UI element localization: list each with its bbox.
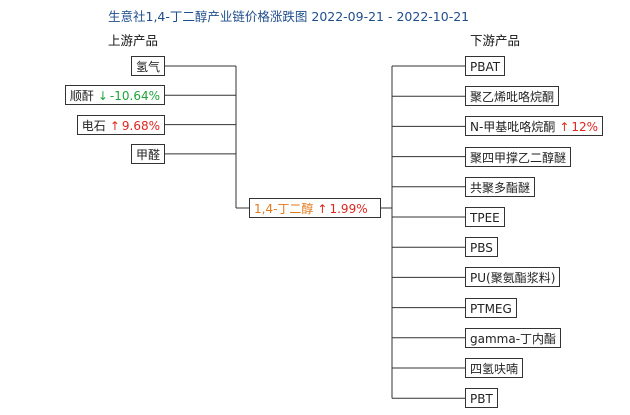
arrow-up-icon: ↑ [559,120,570,135]
downstream-node: 四氢呋喃 [465,358,524,378]
downstream-node: PBAT [465,56,506,76]
downstream-label: 下游产品 [470,33,521,48]
price-change: -10.64% [109,89,160,104]
arrow-up-icon: ↑ [317,202,328,216]
downstream-node: 聚四甲撑乙二醇醚 [465,146,572,167]
node-name: PBAT [470,60,501,74]
node-name: PTMEG [470,301,512,316]
arrow-up-icon: ↑ [109,118,120,133]
downstream-node: gamma-丁内酯 [465,327,562,348]
upstream-node: 甲醛 [130,143,165,164]
node-name: PBS [470,241,493,256]
node-name: TPEE [470,211,500,225]
node-name: 电石 [81,118,106,133]
center-product-box: 1,4-丁二醇↑1.99% [249,198,381,218]
node-name: 氢气 [135,60,160,74]
downstream-node: PTMEG [465,297,517,318]
price-change: 1.99% [329,202,368,216]
upstream-node: 顺酐↓-10.64% [64,85,165,106]
node-name: N-甲基吡咯烷酮 [470,120,556,135]
node-name: 聚四甲撑乙二醇醚 [470,150,567,165]
node-name: 甲醛 [135,147,160,162]
downstream-node: PBS [465,237,498,258]
chart-title: 生意社1,4-丁二醇产业链价格涨跌图 2022-09-21 - 2022-10-… [108,9,470,24]
upstream-label: 上游产品 [108,33,159,48]
node-name: 共聚多酯醚 [470,180,531,195]
node-name: 四氢呋喃 [470,362,519,376]
node-name: PBT [470,392,493,407]
downstream-node: PBT [465,388,498,409]
downstream-node: TPEE [465,207,505,227]
node-name: 聚乙烯吡咯烷酮 [470,90,555,105]
node-name: gamma-丁内酯 [470,331,557,346]
price-change: 9.68% [121,118,160,133]
node-name: PU(聚氨酯浆料) [470,271,556,286]
arrow-down-icon: ↓ [97,89,108,104]
price-change: 12% [571,120,599,135]
upstream-node: 电石↑9.68% [76,114,165,135]
node-name: 1,4-丁二醇 [254,202,314,216]
downstream-node: N-甲基吡咯烷酮↑12% [465,116,604,137]
downstream-node: 共聚多酯醚 [465,176,536,197]
node-name: 顺酐 [69,89,94,104]
downstream-node: 聚乙烯吡咯烷酮 [465,86,560,107]
upstream-node: 氢气 [130,56,165,76]
downstream-node: PU(聚氨酯浆料) [465,267,561,288]
